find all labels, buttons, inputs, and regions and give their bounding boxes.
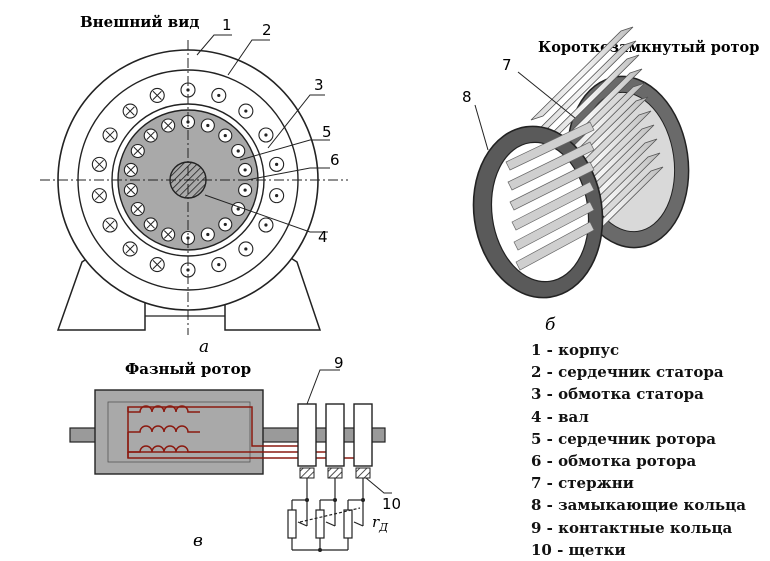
inner-rotor-bar: [511, 181, 595, 231]
legend-item-10: 10 - щетки: [531, 540, 626, 559]
inner-rotor-bar: [505, 121, 595, 171]
legend-item-6: 6 - обмотка ротора: [531, 452, 697, 471]
callout-3: 3: [314, 76, 324, 94]
panel-label-b: б: [545, 315, 556, 335]
callout-4: 4: [318, 228, 328, 246]
slip-ring-1: [297, 403, 317, 467]
squirrel-rotor-title: Короткозамкнутый ротор: [538, 39, 759, 56]
legend-item-5: 5 - сердечник ротора: [531, 429, 716, 448]
panel-c-wound-rotor: Фазный ротор: [69, 354, 401, 552]
external-view-title: Внешний вид: [80, 13, 199, 31]
inner-rotor-bar: [513, 201, 595, 251]
rotor-winding-slots: [123, 114, 253, 246]
inner-rotor-bar: [515, 221, 595, 271]
callout-8: 8: [462, 88, 472, 106]
callout-2: 2: [262, 21, 272, 39]
stator-winding-slots: [91, 82, 285, 278]
panel-a-external-view: Внешний вид 1 2 3 5 6 4 а: [40, 13, 348, 357]
panel-b-squirrel-cage-rotor: Короткозамкнутый ротор 7 8 б: [462, 26, 759, 335]
legend-item-2: 2 - сердечник статора: [531, 363, 724, 382]
callout-1: 1: [222, 16, 232, 34]
starting-rheostat: [287, 478, 364, 551]
inner-rotor-bar: [509, 161, 595, 211]
legend-item-8: 8 - замыкающие кольца: [531, 496, 746, 515]
legend-item-4: 4 - вал: [531, 407, 589, 426]
callout-7: 7: [502, 56, 512, 74]
component-legend: 1 - корпус 2 - сердечник статора 3 - обм…: [531, 339, 767, 561]
callout-6: 6: [330, 151, 340, 169]
resistor-label: rД: [372, 513, 389, 534]
panel-label-a: а: [199, 337, 209, 357]
brush-2: [327, 467, 343, 479]
wound-rotor-title: Фазный ротор: [125, 360, 251, 378]
legend-item-1: 1 - корпус: [531, 341, 620, 359]
panel-label-v: в: [193, 531, 203, 551]
slip-ring-2: [325, 403, 345, 467]
legend-item-7: 7 - стержни: [531, 474, 634, 493]
slip-ring-3: [353, 403, 373, 467]
brush-1: [299, 467, 315, 479]
brush-3: [355, 467, 371, 479]
inner-rotor-bar: [507, 141, 595, 191]
rotor-bar: [530, 26, 634, 121]
rotor-bars-inner: [505, 121, 595, 271]
callout-9: 9: [334, 354, 344, 372]
wound-rotor-body: [94, 389, 264, 475]
callout-10: 10: [382, 495, 401, 513]
legend-item-3: 3 - обмотка статора: [531, 385, 704, 404]
phase-coil: [128, 425, 200, 433]
legend-item-9: 9 - контактные кольца: [531, 518, 733, 537]
callout-5: 5: [322, 123, 332, 141]
